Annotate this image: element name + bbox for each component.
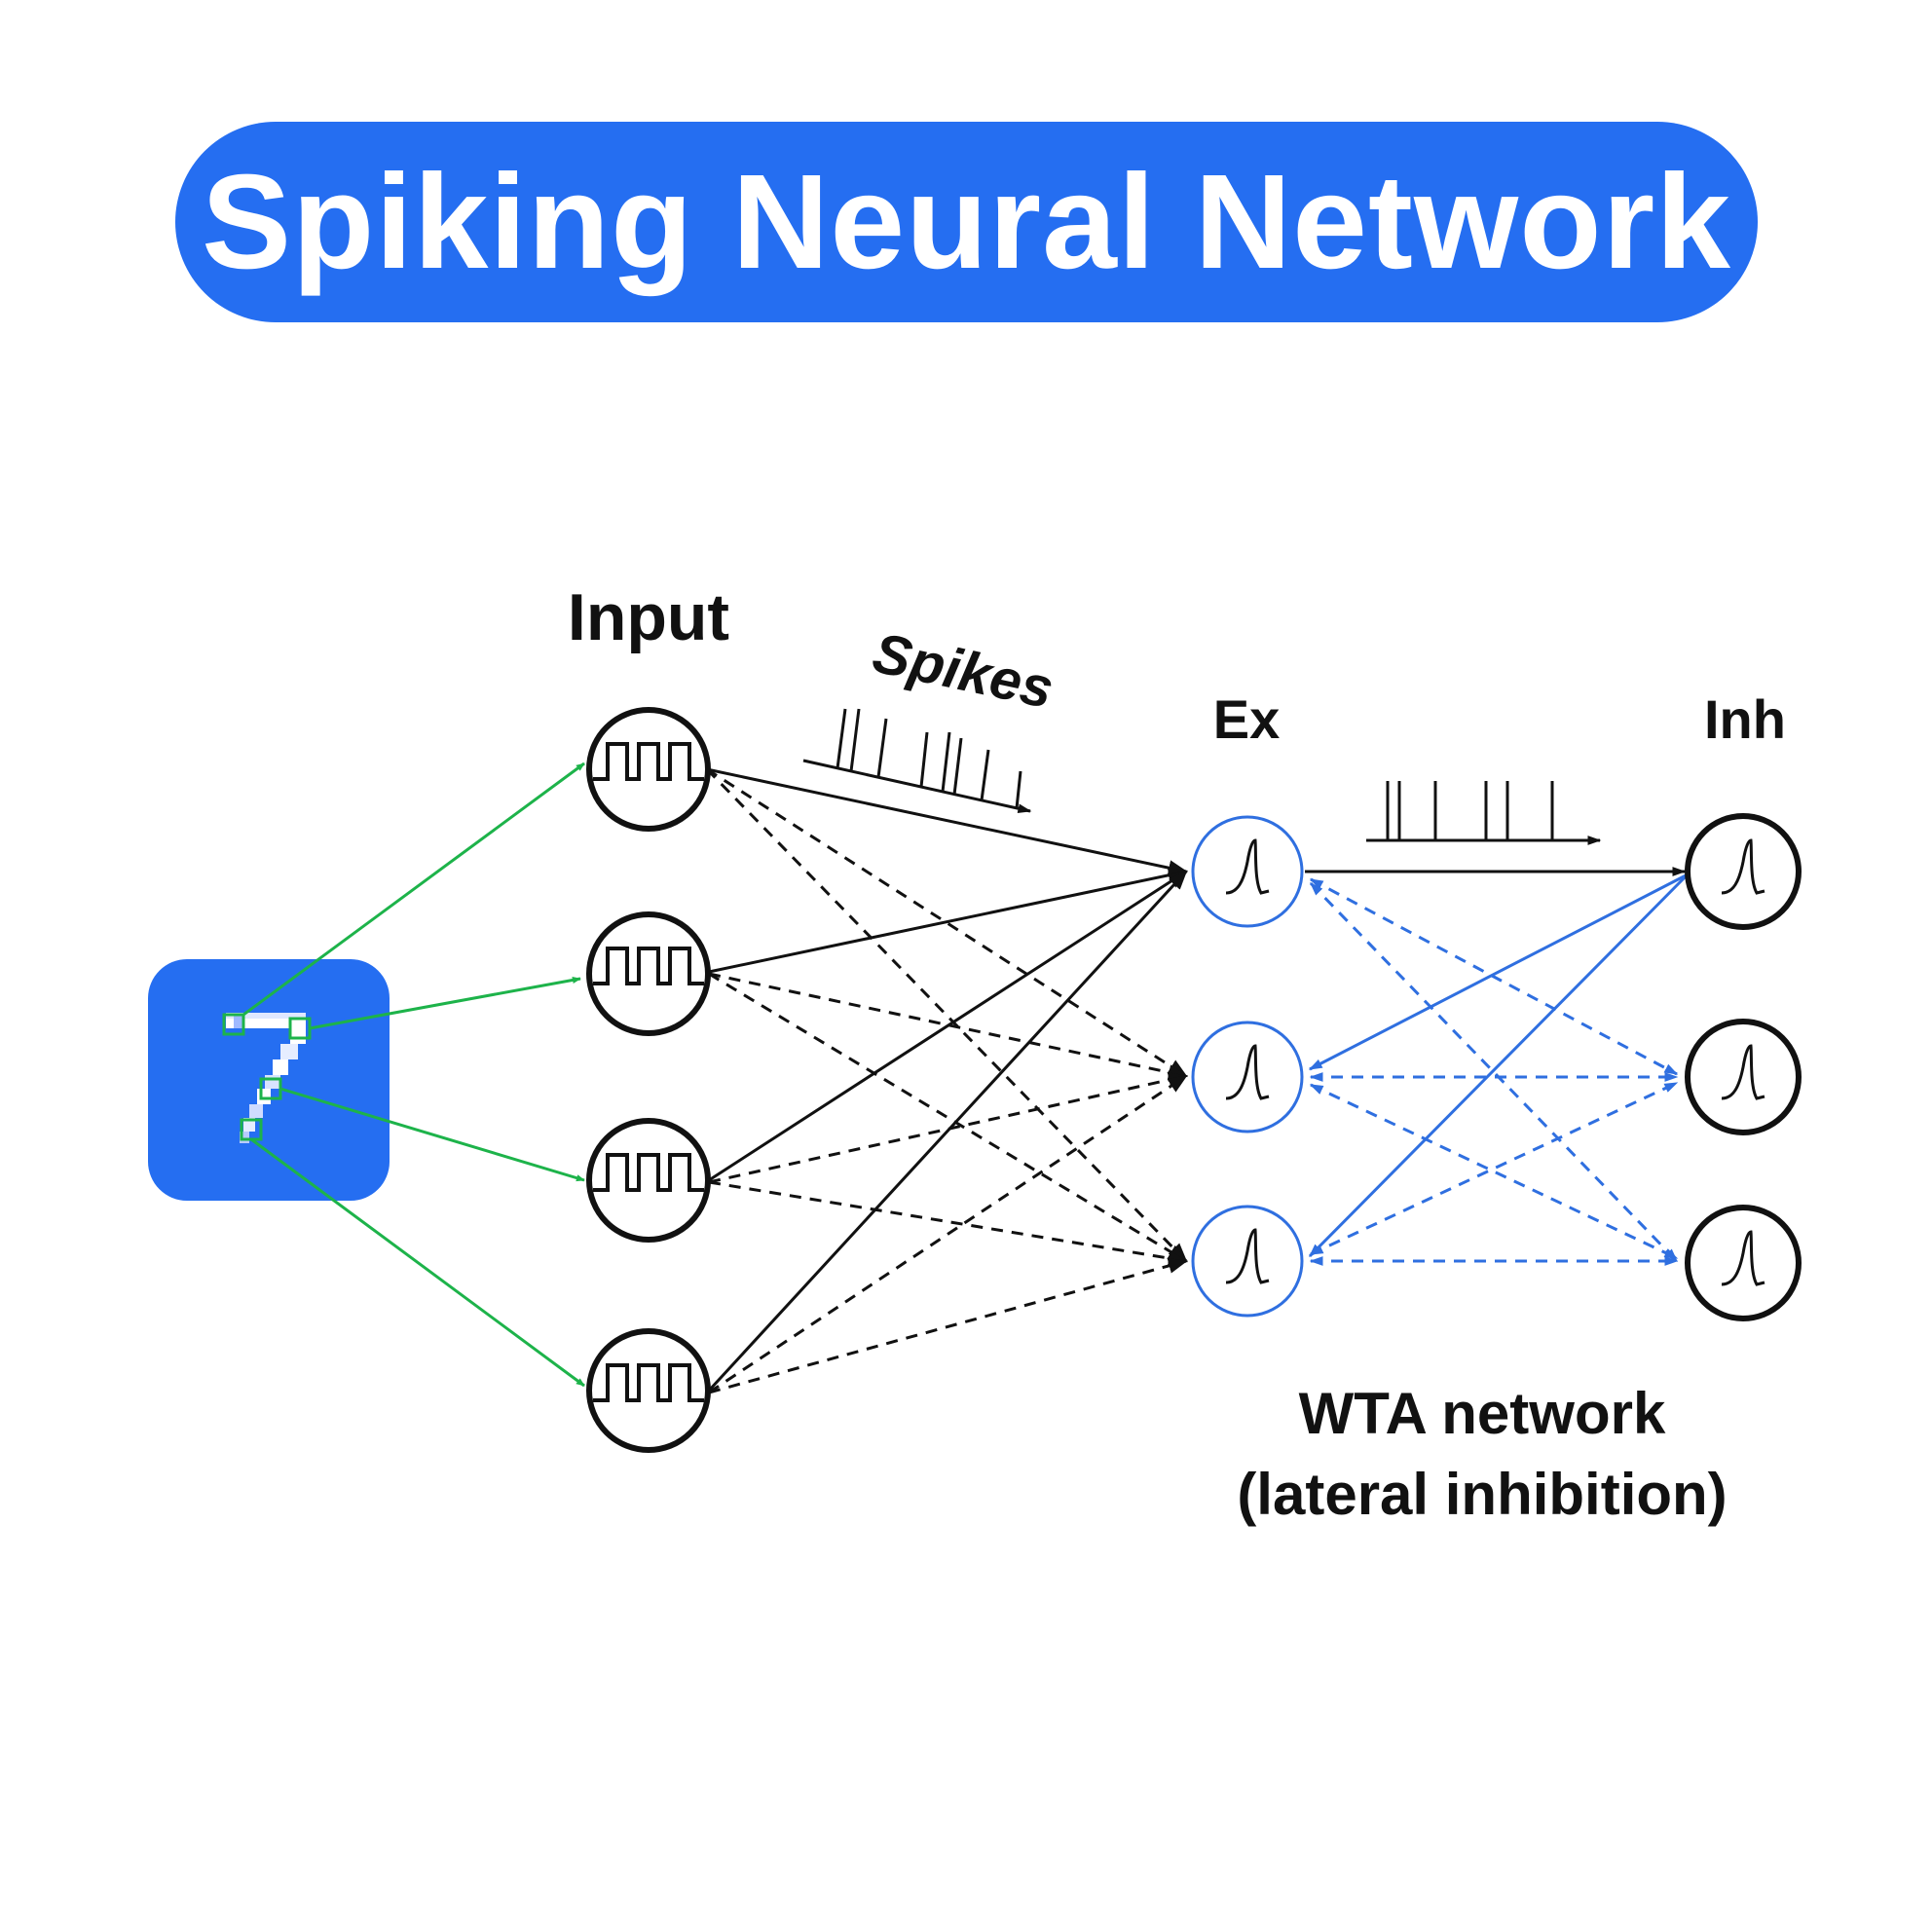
ex-layer [1191,815,1304,1318]
spikes-label: Spikes [868,621,1059,721]
ex-neuron [1191,1021,1304,1133]
inh-neuron [1685,1019,1802,1135]
inh-ex-dashed [1309,877,1679,1266]
input-neuron [586,1328,711,1453]
ex-neuron [1191,815,1304,928]
square-wave-icon [593,1363,704,1402]
inh-layer [1685,813,1802,1321]
mnist-seven-icon [226,1013,306,1143]
ex-neuron [1191,1205,1304,1318]
spike-train-input [802,708,1032,814]
wta-sublabel: (lateral inhibition) [1237,1462,1727,1527]
spike-potential-icon [1721,1230,1765,1286]
page-title: Spiking Neural Network [202,146,1731,297]
inh-neuron [1685,813,1802,930]
digit-image [148,959,390,1201]
input-neuron [586,1118,711,1243]
square-wave-icon [593,742,704,781]
spike-potential-icon [1225,838,1270,895]
input-label: Input [568,580,729,654]
green-arrow [309,976,581,1030]
inh-label: Inh [1704,688,1786,750]
input-neuron [586,911,711,1036]
input-to-ex-dashed [705,767,1188,1394]
spike-potential-icon [1225,1228,1270,1284]
green-arrow [279,1087,585,1182]
pixel-to-input-connections [242,762,585,1388]
spike-potential-icon [1721,1044,1765,1100]
inh-neuron [1685,1205,1802,1321]
title-banner: Spiking Neural Network [175,122,1758,322]
square-wave-icon [593,1153,704,1192]
green-arrow [250,1137,585,1388]
spike-potential-icon [1225,1044,1270,1100]
square-wave-icon [593,947,704,985]
input-neuron [586,707,711,832]
input-to-ex-solid [706,767,1188,1393]
spike-potential-icon [1721,838,1765,895]
inh-to-ex-solid [1308,873,1690,1258]
spike-train-ex [1366,781,1602,845]
ex-label: Ex [1213,688,1281,750]
green-arrow [242,762,585,1017]
input-layer [586,707,711,1453]
pixel-marker [222,1013,245,1036]
wta-label: WTA network [1299,1381,1666,1446]
